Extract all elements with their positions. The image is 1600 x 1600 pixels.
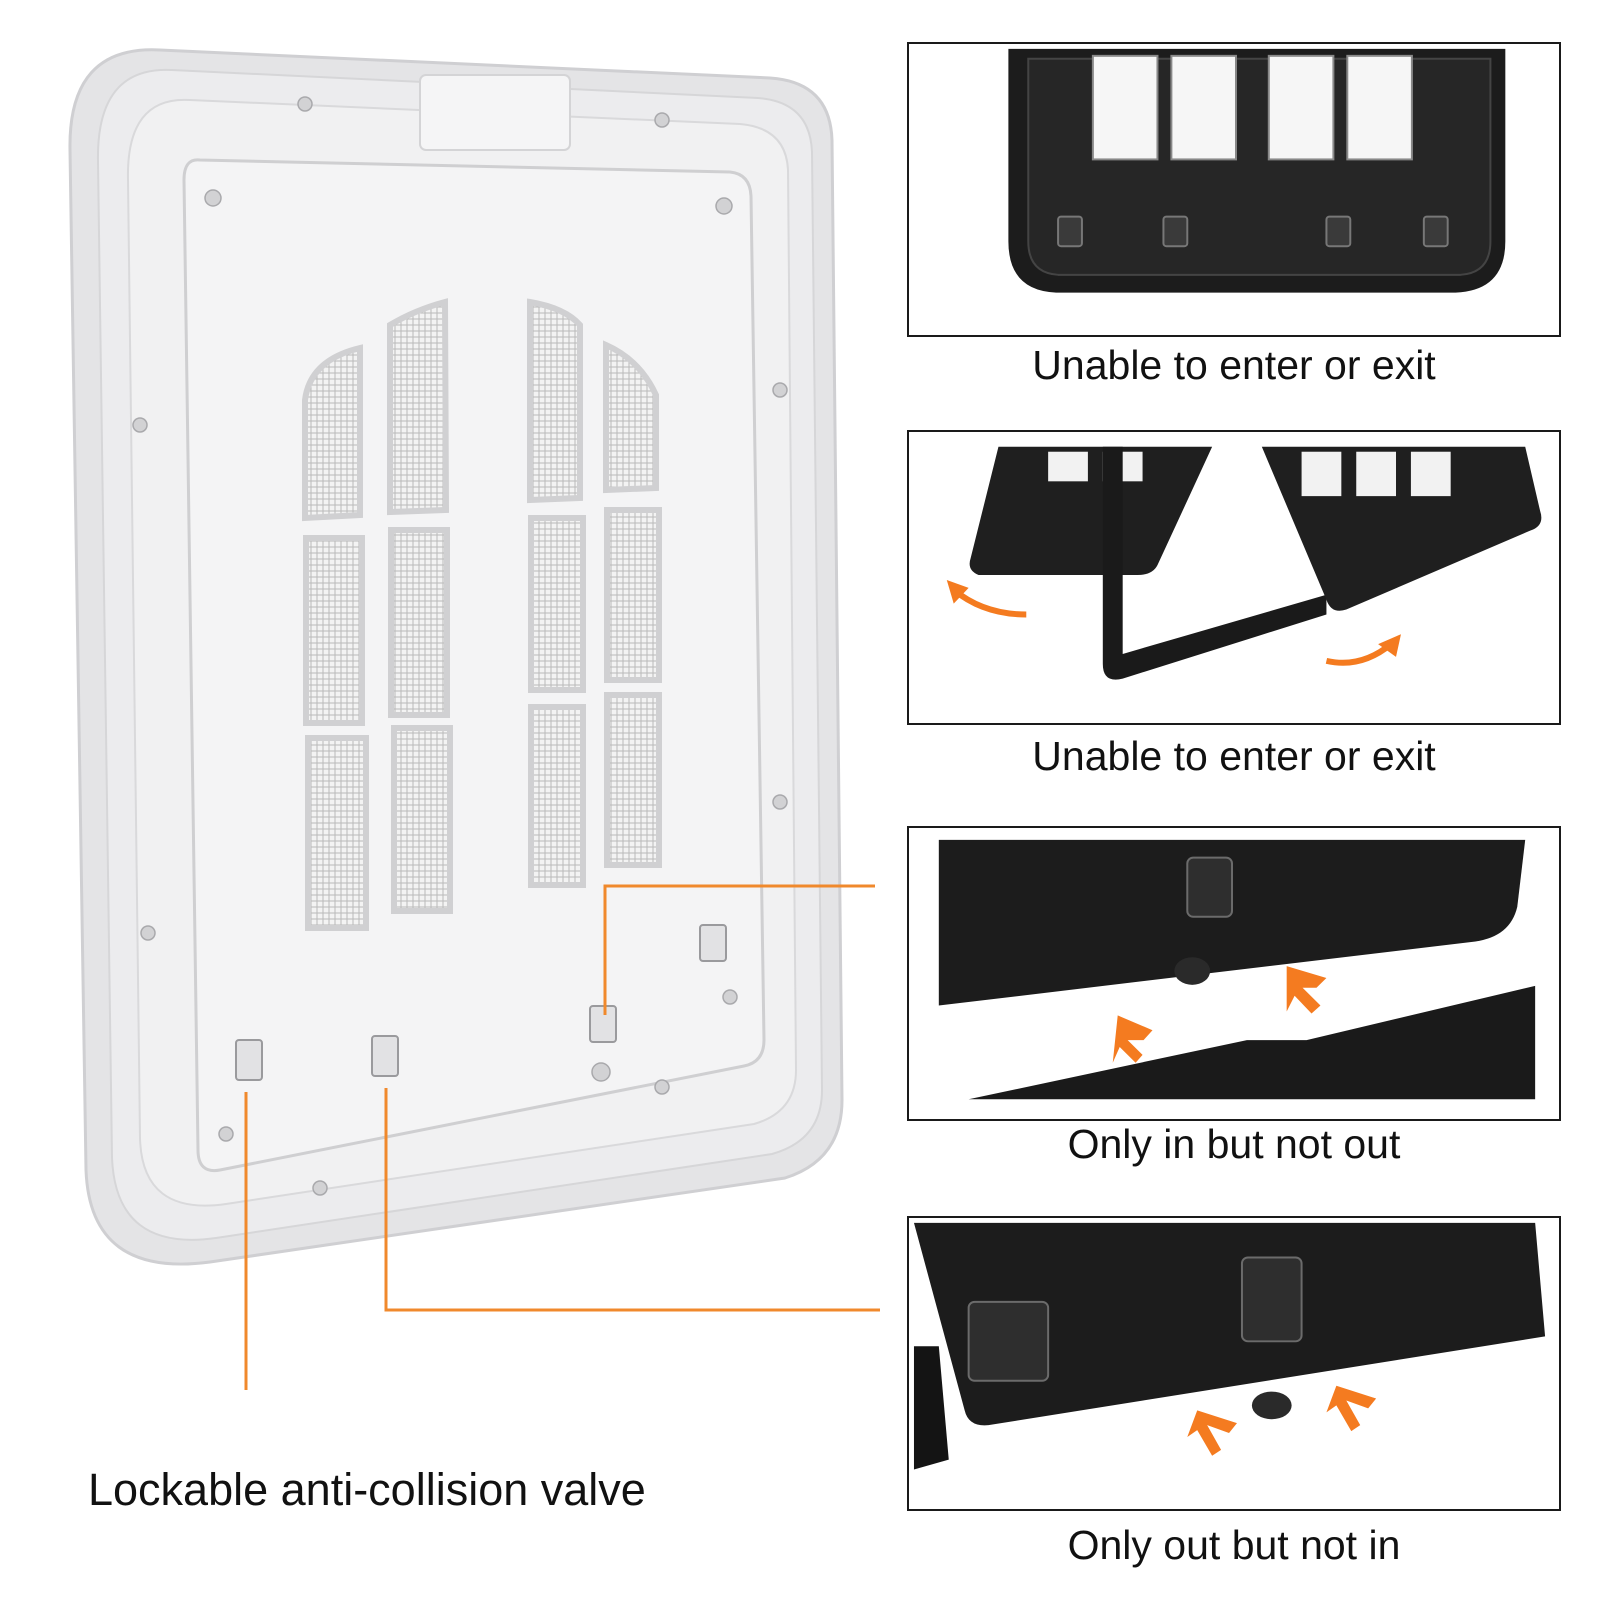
- inner-flap: [182, 158, 766, 1173]
- panel-in-only: [907, 826, 1561, 1121]
- curved-arrow-icon: [951, 587, 1027, 618]
- panel-out-only: [907, 1216, 1561, 1511]
- callout-line-3: [603, 884, 875, 1015]
- panel-closed: [907, 42, 1561, 337]
- panel-caption-3: Only in but not out: [1067, 1121, 1401, 1167]
- callout-line-2: [384, 1088, 880, 1312]
- main-label: Lockable anti-collision valve: [88, 1464, 646, 1515]
- pet-door-illustration: [68, 48, 880, 1390]
- curved-arrow-icon: [1325, 641, 1393, 666]
- valve-clip-top-right: [699, 924, 727, 962]
- valve-clip-left: [235, 1039, 263, 1081]
- panel-caption-4: Only out but not in: [1067, 1522, 1401, 1568]
- panel-both-ways: [907, 430, 1561, 725]
- straight-arrow-icon: [1187, 1385, 1377, 1456]
- valve-clip-center: [371, 1035, 399, 1077]
- straight-arrow-icon: [1112, 966, 1327, 1063]
- panel-caption-2: Unable to enter or exit: [1032, 733, 1436, 779]
- top-slot: [419, 74, 571, 151]
- valve-clip-right: [589, 1005, 617, 1043]
- panel-caption-1: Unable to enter or exit: [1032, 342, 1436, 388]
